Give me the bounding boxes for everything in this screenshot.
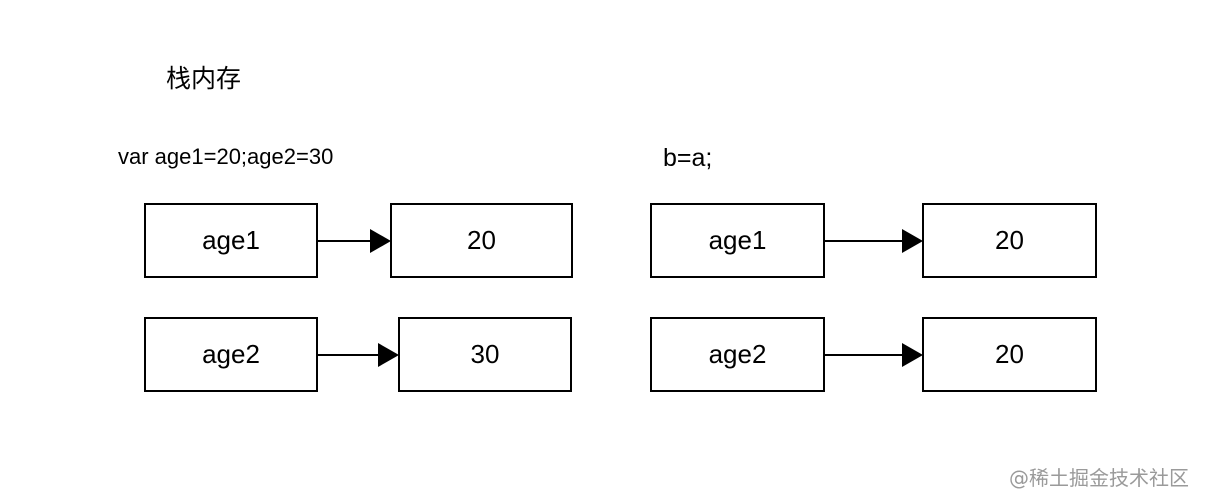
left-variable-box-age2: age2 [144, 317, 318, 392]
right-code-label: b=a; [663, 144, 713, 172]
right-variable-box-age1: age1 [650, 203, 825, 278]
left-variable-box-age1: age1 [144, 203, 318, 278]
left-arrow-2 [318, 343, 399, 367]
right-variable-box-age2: age2 [650, 317, 825, 392]
right-arrow-1 [825, 229, 923, 253]
left-arrow-1 [318, 229, 391, 253]
left-value-box-age2: 30 [398, 317, 572, 392]
diagram-title: 栈内存 [166, 64, 242, 93]
left-code-label: var age1=20;age2=30 [118, 144, 334, 169]
left-value-box-age1: 20 [390, 203, 573, 278]
right-value-box-age2: 20 [922, 317, 1097, 392]
right-value-box-age1: 20 [922, 203, 1097, 278]
right-arrow-2 [825, 343, 923, 367]
watermark-label: @稀土掘金技术社区 [1009, 466, 1189, 490]
